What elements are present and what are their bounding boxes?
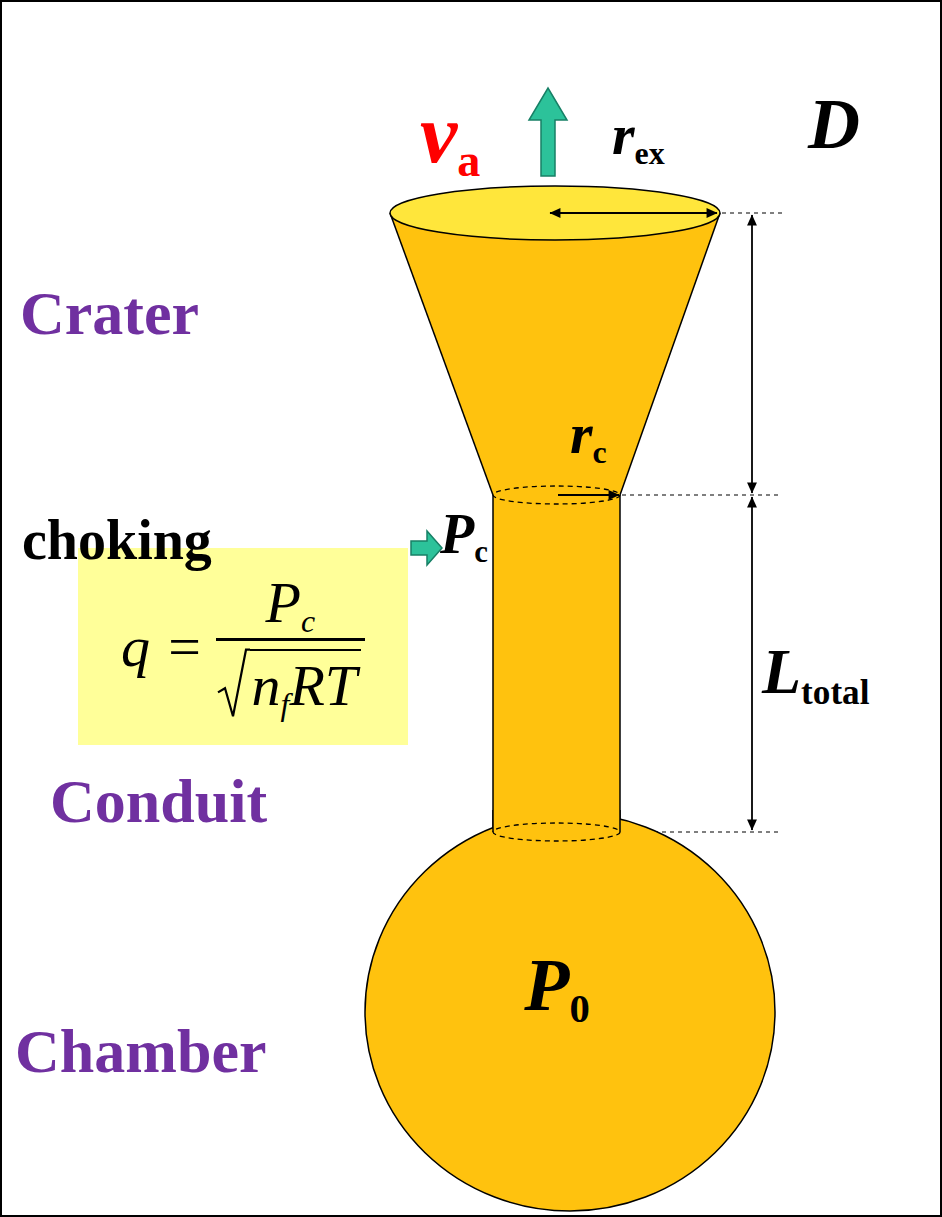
symbol-text: r [570, 401, 593, 466]
symbol-text: Chamber [15, 1017, 266, 1085]
subscript: a [457, 135, 480, 186]
symbol-text: RT [289, 653, 357, 718]
symbol-text: q = [121, 614, 204, 679]
symbol-text: Conduit [50, 767, 267, 835]
chamber-outline [364, 812, 776, 1212]
formula-lhs: q = [121, 618, 204, 676]
dimension-arrow [751, 497, 753, 830]
symbol-text: D [808, 84, 860, 164]
subscript: 0 [569, 986, 589, 1031]
radical: nfRT [216, 649, 366, 719]
subscript: c [301, 604, 315, 639]
conduit-body [493, 495, 620, 832]
formula-box: q =PcnfRT [78, 548, 408, 745]
guide-line [722, 212, 782, 213]
symbol-text: P [524, 944, 569, 1026]
symbol-text: P [266, 570, 301, 635]
chamber-content: P0 [364, 812, 776, 1212]
denominator-row: nfRT [216, 649, 366, 719]
symbol-text: L [762, 636, 801, 707]
symbol-text: P [440, 503, 474, 565]
part-name: Conduit [50, 770, 267, 832]
chamber-shape: P0 [364, 812, 776, 1212]
crater-wall [390, 213, 493, 495]
guide-line [622, 494, 782, 495]
subscript: c [474, 535, 488, 569]
crater-wall [620, 213, 720, 495]
symbol-text: n [252, 653, 281, 718]
subscript: total [801, 673, 869, 712]
symbol-text: choking [22, 509, 212, 571]
choke-section [493, 486, 620, 504]
subscript: c [593, 435, 607, 470]
crater-vent [390, 186, 720, 240]
conduit-base [493, 823, 620, 841]
conduit-wall [619, 495, 621, 832]
length-symbol: Ltotal [762, 640, 870, 704]
symbol-text: r [612, 102, 635, 167]
part-name: Crater [20, 282, 199, 344]
subscript: ex [635, 136, 665, 171]
guide-line [622, 831, 782, 832]
radius-symbol: rex [612, 106, 665, 164]
radius-arrow [558, 494, 619, 496]
symbol-text: v [420, 87, 457, 180]
pointer-arrow [411, 531, 442, 565]
depth-symbol: D [808, 88, 860, 160]
velocity-symbol: va [420, 92, 480, 176]
symbol-text: Crater [20, 279, 199, 347]
numerator: Pc [216, 574, 366, 641]
pressure-symbol: P0 [524, 948, 590, 1022]
pressure-symbol: Pc [440, 506, 488, 562]
crater-body [390, 213, 720, 495]
conduit-wall [492, 495, 494, 832]
velocity-arrow [529, 88, 567, 176]
radical-sign [216, 649, 250, 719]
dimension-arrow [751, 215, 753, 493]
subscript: f [281, 687, 290, 722]
radius-symbol: rc [570, 405, 607, 463]
part-name: Chamber [15, 1020, 266, 1082]
denominator: nfRT [250, 649, 362, 717]
note-label: choking [22, 512, 212, 568]
radius-arrow [550, 212, 717, 214]
fraction: Pc nfRT [216, 574, 366, 719]
